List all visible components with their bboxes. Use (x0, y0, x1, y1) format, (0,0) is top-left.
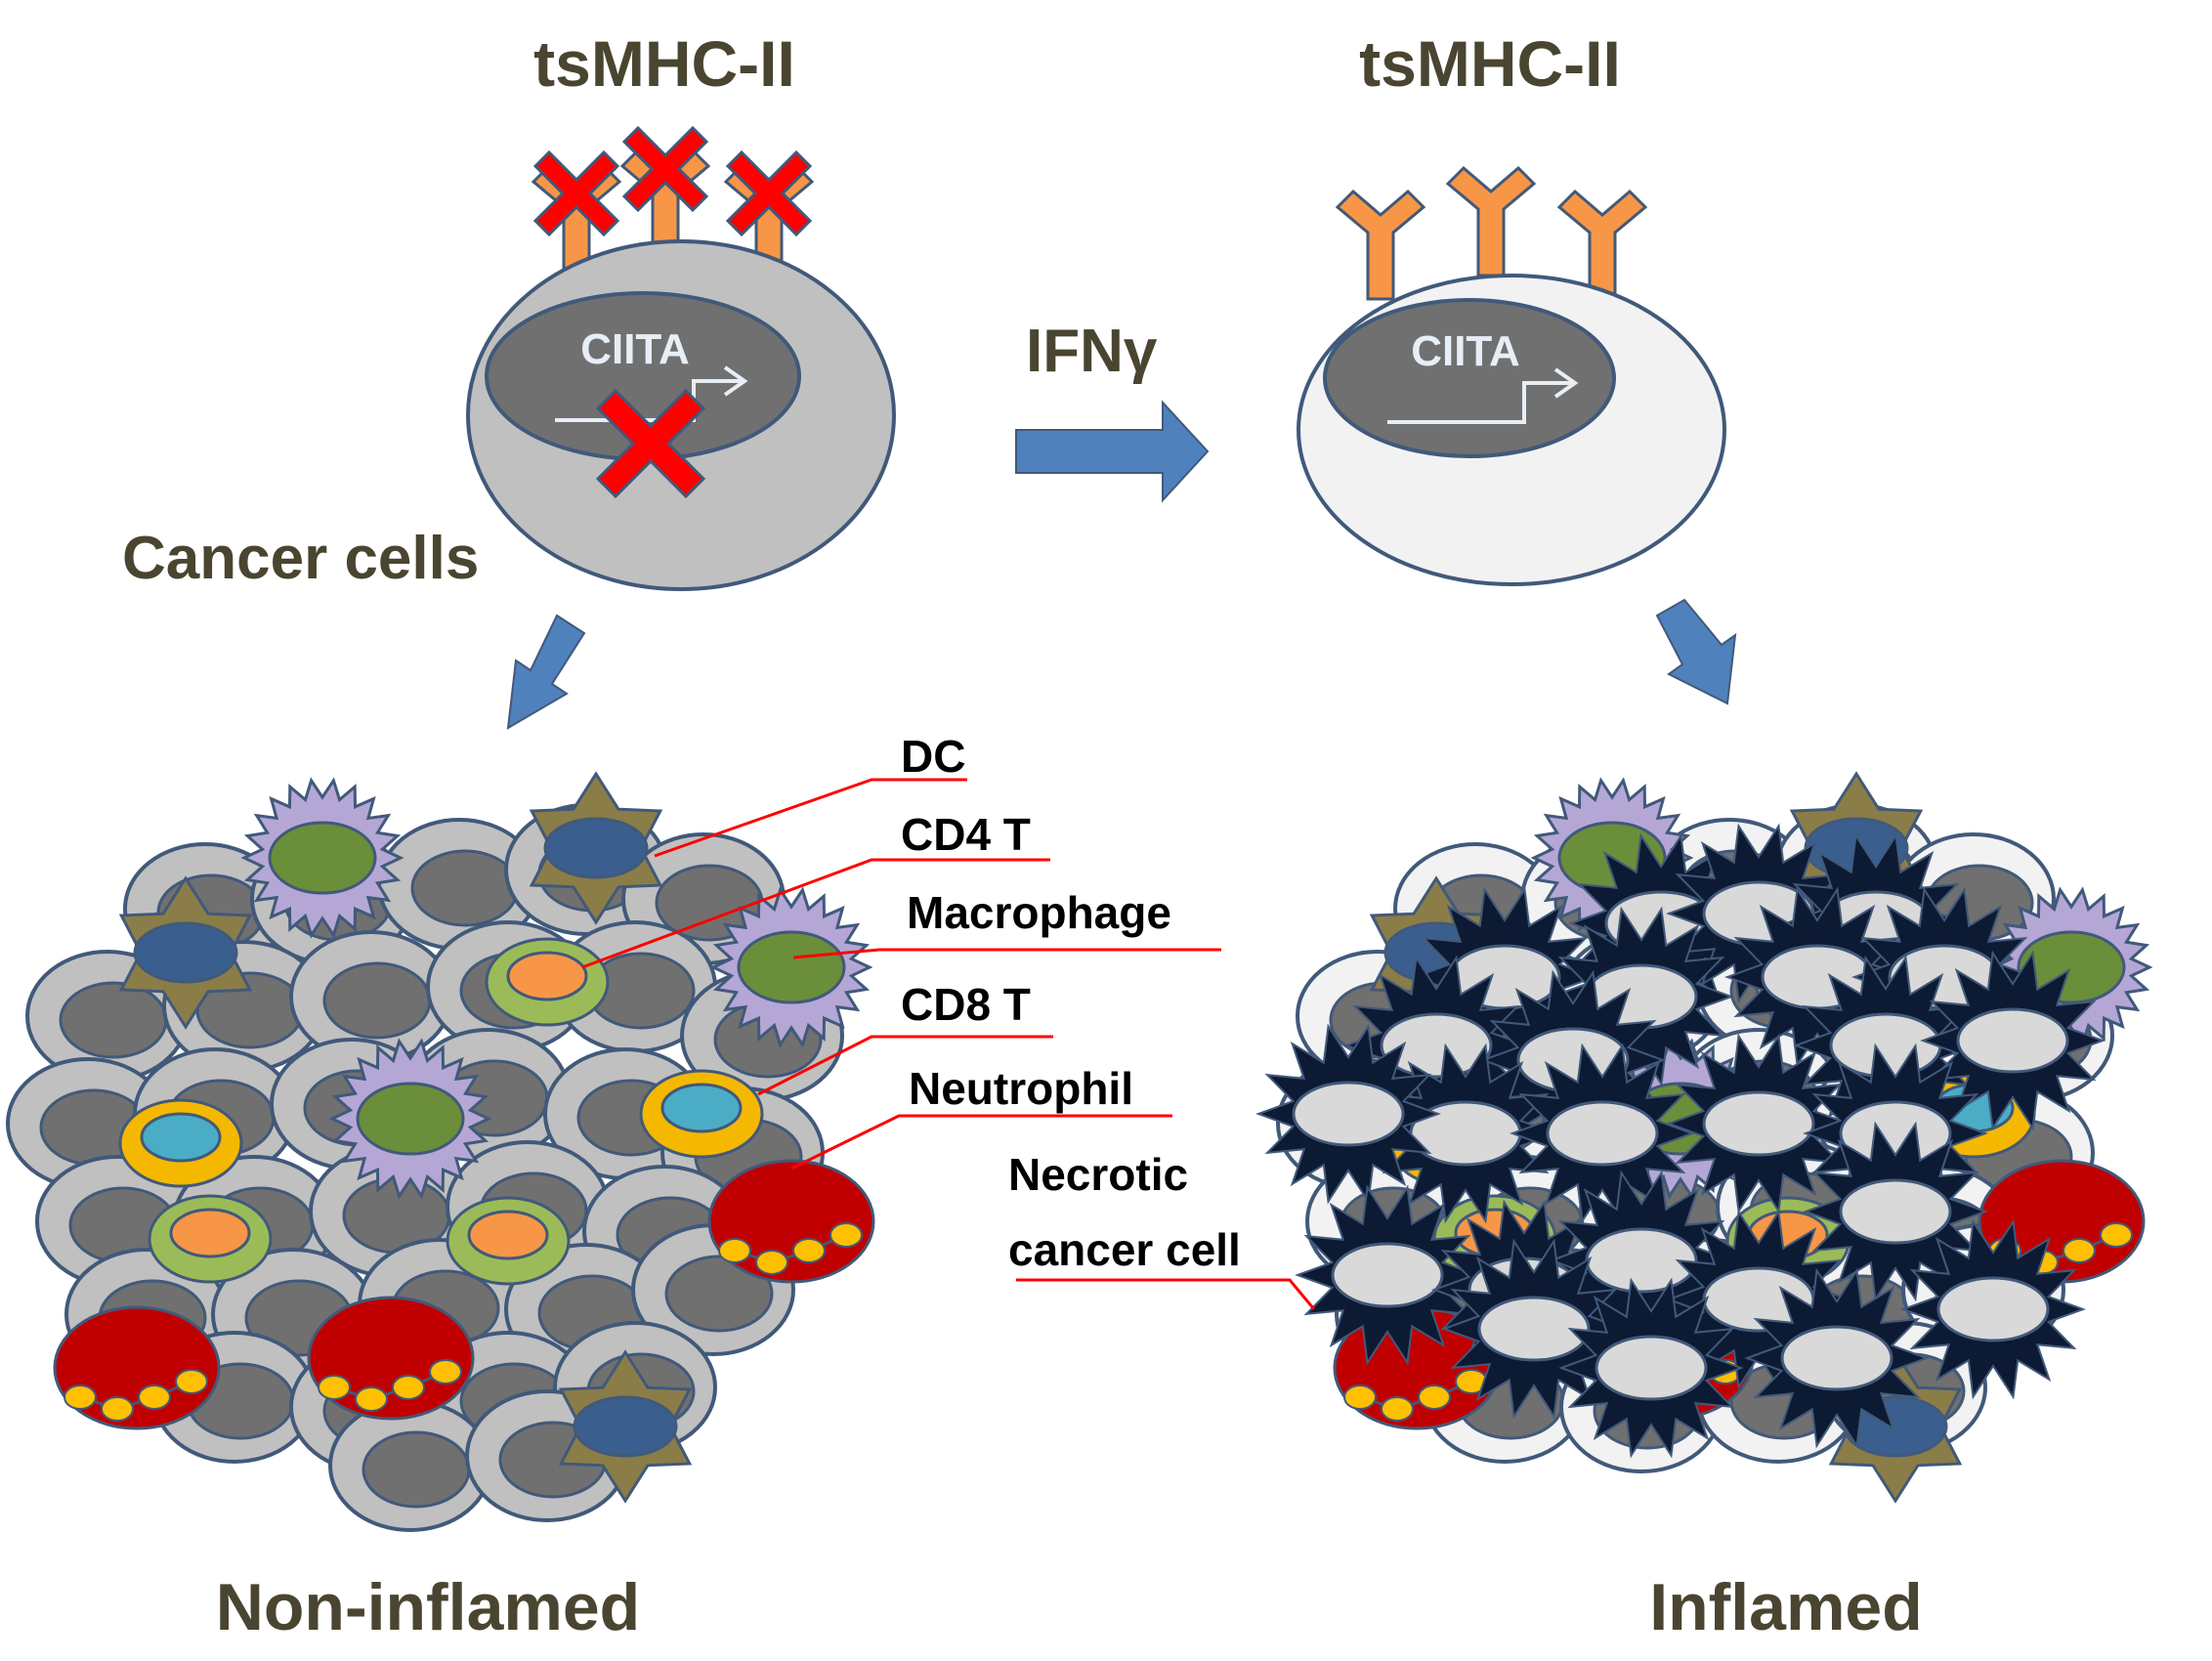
legend-dc: DC (901, 731, 965, 782)
cancer-cell-left: CIITA (466, 125, 896, 591)
non-inflamed-tumor-immune-cells (53, 771, 875, 1504)
nucleus-right (1323, 298, 1616, 458)
legend-cd4-t: CD4 T (901, 809, 1031, 860)
receptor-blocked-cross-icons (532, 125, 813, 237)
down-arrow-right-icon (1655, 598, 1737, 705)
ciita-label-right: CIITA (1411, 327, 1520, 375)
cd4-t-cell (148, 1194, 273, 1284)
cancer-cells-label: Cancer cells (122, 525, 479, 592)
cd4-t-cell (485, 937, 610, 1027)
necrotic-cancer-cell (1803, 1121, 1988, 1302)
cd8-t-cell (118, 1098, 243, 1188)
necrotic-cancer-cell (1510, 1043, 1695, 1224)
necrotic-cancer-cell (1744, 1267, 1930, 1449)
inflamed-tumor-necrotic-cells (1255, 823, 2106, 1459)
cancer-cell (25, 950, 190, 1083)
ciita-label-left: CIITA (580, 325, 690, 373)
necrotic-cancer-cell (1295, 1184, 1480, 1366)
ifn-gamma-label: IFNγ (1026, 318, 1158, 385)
dendritic-cell (529, 771, 663, 925)
legend-cd8-t: CD8 T (901, 979, 1031, 1030)
mhc-receptors-right (1335, 165, 1648, 301)
neutrophil-cell (707, 1159, 875, 1284)
macrophage-cell (328, 1038, 492, 1200)
tsmhc-right-title: tsMHC-II (1359, 27, 1621, 100)
ciita-blocked-cross-icon (595, 388, 706, 499)
necrotic-cancer-cell (1255, 1023, 1441, 1205)
inflamed-label: Inflamed (1649, 1570, 1923, 1644)
legend-leader-lines (581, 778, 1316, 1310)
necrotic-cancer-cell (1900, 1218, 2086, 1400)
cancer-cell-right: CIITA (1297, 165, 1726, 586)
neutrophil-cell (53, 1305, 221, 1430)
legend-macrophage: Macrophage (907, 887, 1171, 938)
necrotic-cancer-cell (1666, 1033, 1851, 1214)
dendritic-cell (558, 1349, 693, 1504)
transcription-arrow-right (1387, 381, 1573, 424)
dendritic-cell (118, 875, 253, 1030)
legend-necrotic-line1: Necrotic (1008, 1149, 1188, 1200)
legend-necrotic-line2: cancer cell (1008, 1224, 1241, 1275)
tsmhc-left-title: tsMHC-II (533, 27, 795, 100)
cancer-cell (289, 930, 453, 1063)
necrotic-cancer-cell (1558, 1277, 1744, 1459)
cd4-t-cell (446, 1196, 571, 1286)
neutrophil-cell (307, 1296, 475, 1421)
non-inflamed-label: Non-inflamed (216, 1570, 640, 1644)
cancer-cell (328, 1399, 492, 1532)
necrotic-cancer-cell (1920, 950, 2106, 1131)
ifn-arrow-icon (1015, 400, 1210, 503)
macrophage-cell (240, 777, 404, 939)
down-arrow-left-icon (506, 614, 586, 730)
cd8-t-cell (639, 1069, 764, 1159)
legend-neutrophil: Neutrophil (909, 1063, 1133, 1114)
macrophage-cell (709, 886, 873, 1048)
